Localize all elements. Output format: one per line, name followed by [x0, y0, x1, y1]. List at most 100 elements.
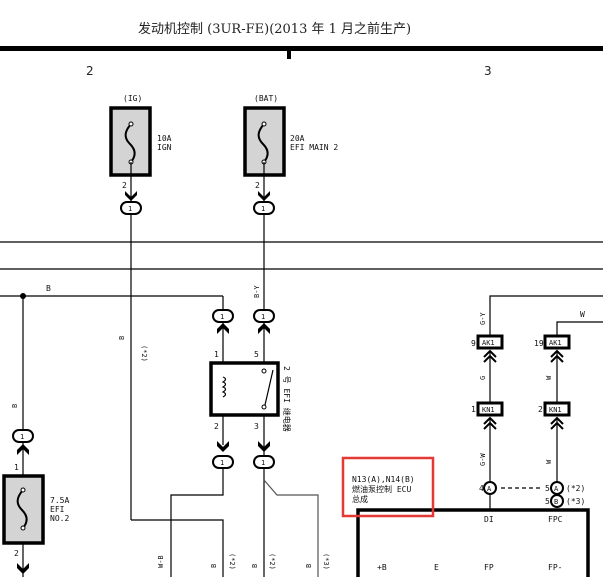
svg-text:B: B [210, 564, 218, 568]
svg-text:1: 1 [20, 433, 24, 441]
svg-text:+B: +B [377, 563, 387, 572]
connector-oval [120, 201, 142, 215]
svg-text:1: 1 [220, 459, 224, 467]
svg-text:FP-: FP- [548, 563, 562, 572]
relay-switch-icon [264, 369, 274, 406]
connector-ak1-left [476, 334, 504, 350]
ecu-name-2: 总成 [352, 494, 368, 504]
connector-oval [253, 455, 275, 469]
svg-text:5: 5 [545, 484, 550, 493]
fuse-ig-rating: 10A [157, 134, 172, 143]
svg-text:B: B [251, 564, 259, 568]
svg-text:2: 2 [14, 549, 19, 558]
svg-text:4: 4 [479, 484, 484, 493]
fuse-bat-name: EFI MAIN 2 [290, 143, 338, 152]
connector-oval [253, 309, 275, 323]
svg-text:B: B [305, 564, 313, 568]
svg-text:G-Y: G-Y [479, 312, 487, 325]
fuse-icon [124, 123, 136, 163]
svg-text:KN1: KN1 [549, 406, 562, 414]
svg-text:3: 3 [254, 422, 259, 431]
relay-contact-icon [261, 368, 267, 374]
fuse-efi-main-2 [243, 106, 286, 177]
svg-text:1: 1 [14, 463, 19, 472]
svg-text:AK1: AK1 [482, 339, 495, 347]
connector-kn1-right [543, 401, 571, 417]
fuse-ig-pin: 2 [122, 181, 127, 190]
fuse-ig-supply: (IG) [123, 94, 142, 103]
svg-text:(*2): (*2) [228, 553, 236, 570]
column-divider-tick [287, 50, 291, 59]
svg-text:(*2): (*2) [268, 553, 276, 570]
svg-text:2: 2 [255, 181, 260, 190]
svg-text:(*3): (*3) [566, 497, 585, 506]
page-title: 发动机控制 (3UR-FE)(2013 年 1 月之前生产) [138, 21, 411, 37]
svg-text:1: 1 [261, 459, 265, 467]
svg-text:W: W [545, 459, 553, 464]
svg-text:W: W [545, 375, 553, 380]
connector-arrow-icon [125, 191, 137, 201]
svg-text:1: 1 [471, 405, 476, 414]
svg-text:(*3): (*3) [322, 553, 330, 570]
svg-text:DI: DI [484, 515, 494, 524]
connector-arrow-icon [258, 323, 270, 334]
svg-text:1: 1 [220, 313, 224, 321]
connector-arrow-icon [258, 441, 270, 452]
fuse-efi-no2 [2, 474, 45, 545]
svg-text:A: A [554, 485, 559, 493]
svg-text:1: 1 [214, 350, 219, 359]
svg-text:5: 5 [254, 350, 259, 359]
wire-color-label: B [118, 336, 126, 340]
svg-text:NO.2: NO.2 [50, 514, 69, 523]
svg-text:2: 2 [538, 405, 543, 414]
relay-efi-2 [209, 361, 280, 417]
relay-name: 2 号 EFI 继电器 [282, 366, 292, 432]
wire-color-label: B-Y [253, 285, 261, 298]
svg-text:1: 1 [261, 205, 265, 213]
connector-oval [253, 201, 275, 215]
header-bar [0, 46, 603, 51]
highlight-box [341, 456, 435, 518]
wire-color-label: B [46, 284, 51, 293]
wire-color-label: B [11, 404, 19, 408]
svg-text:1: 1 [128, 205, 132, 213]
connector-kn1-left [476, 401, 504, 417]
connector-arrow-icon [217, 441, 229, 452]
connector-ak1-right [543, 334, 571, 350]
svg-text:W: W [580, 310, 585, 319]
svg-text:7.5A: 7.5A [50, 496, 69, 505]
fuel-pump-control-ecu [356, 508, 590, 577]
svg-text:A: A [487, 485, 492, 493]
svg-text:KN1: KN1 [482, 406, 495, 414]
svg-text:EFI: EFI [50, 505, 65, 514]
svg-text:G: G [479, 376, 487, 380]
connector-oval [12, 429, 34, 443]
column-number-3: 3 [484, 64, 492, 78]
svg-text:AK1: AK1 [549, 339, 562, 347]
svg-text:W-B: W-B [157, 555, 165, 568]
fuse-icon [16, 489, 28, 529]
svg-text:FP: FP [484, 563, 494, 572]
svg-text:1: 1 [261, 313, 265, 321]
column-number-2: 2 [86, 64, 94, 78]
svg-text:G-W: G-W [479, 453, 487, 466]
ecu-pin-fpc-b [550, 494, 564, 508]
connector-arrow-icon [17, 444, 29, 455]
fuse-bat-rating: 20A [290, 134, 305, 143]
svg-text:(*2): (*2) [566, 484, 585, 493]
svg-text:B: B [554, 498, 558, 506]
ecu-connector-label: N13(A),N14(B) [352, 475, 415, 484]
svg-text:19: 19 [534, 339, 544, 348]
connector-arrow-icon [258, 191, 270, 201]
ecu-name: 燃油泵控制 ECU [352, 484, 411, 494]
svg-text:5: 5 [545, 497, 550, 506]
connector-arrow-icon [17, 563, 29, 574]
fuse-icon [257, 123, 269, 163]
fuse-bat-supply: (BAT) [254, 94, 278, 103]
wire-note: (*2) [140, 345, 148, 362]
fuse-ig-name: IGN [157, 143, 172, 152]
svg-text:9: 9 [471, 339, 476, 348]
relay-coil-icon [221, 376, 227, 398]
svg-text:E: E [434, 563, 439, 572]
